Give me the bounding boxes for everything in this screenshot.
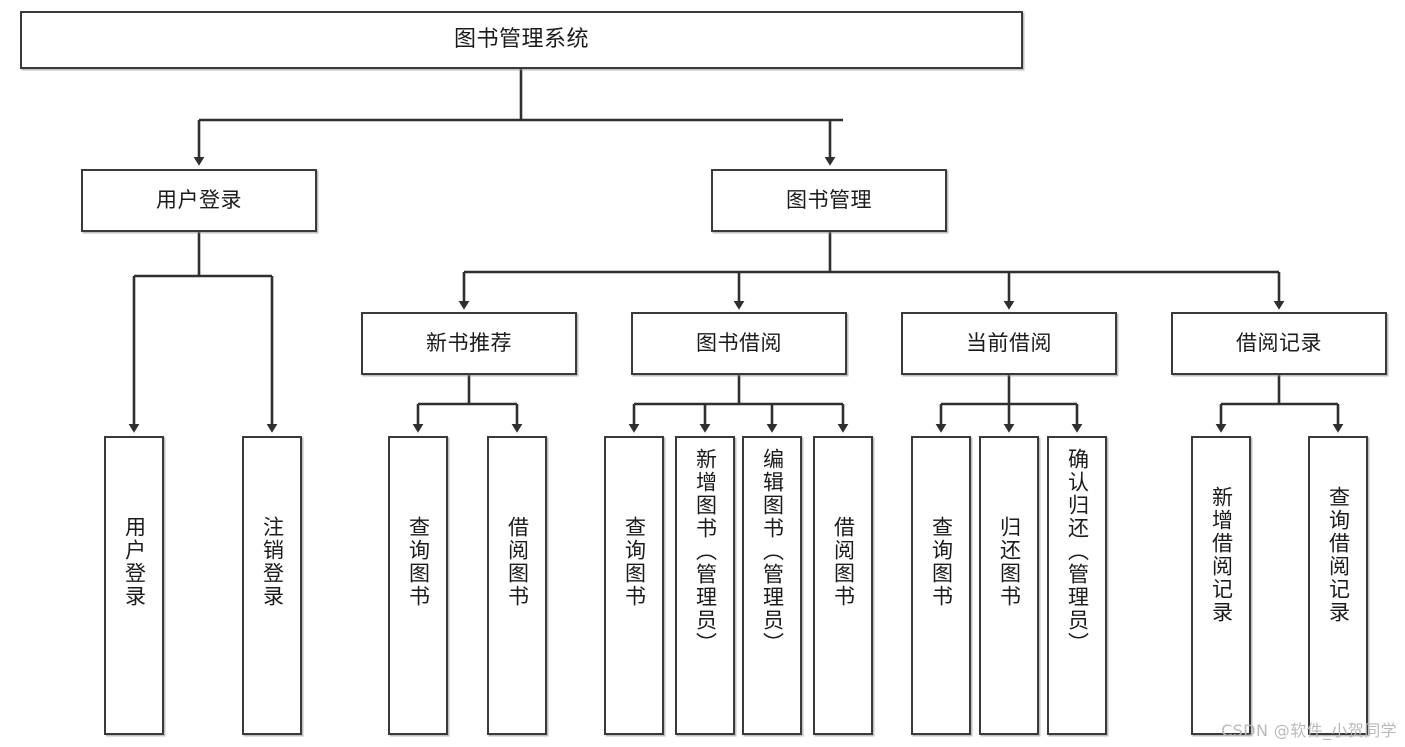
node-label: 编辑图书（管理员） [760, 448, 785, 655]
node-label: 新书推荐 [426, 331, 512, 356]
node-borrow-record[interactable]: 借阅记录 [1171, 312, 1387, 375]
node-book-management[interactable]: 图书管理 [711, 169, 947, 232]
node-label: 查询图书 [406, 516, 431, 608]
leaf-new-book-borrow[interactable]: 借阅图书 [487, 436, 547, 735]
node-current-borrow[interactable]: 当前借阅 [901, 312, 1117, 375]
node-user-login[interactable]: 用户登录 [81, 169, 317, 232]
node-label: 借阅图书 [505, 516, 530, 608]
leaf-book-borrow-add[interactable]: 新增图书（管理员） [675, 436, 735, 735]
node-label: 确认归还（管理员） [1065, 448, 1090, 655]
node-label: 查询借阅记录 [1326, 486, 1351, 624]
node-root-system[interactable]: 图书管理系统 [20, 11, 1023, 69]
node-label: 图书管理系统 [453, 27, 589, 53]
node-label: 借阅记录 [1236, 331, 1322, 356]
node-label: 归还图书 [997, 516, 1022, 608]
node-new-book-recommend[interactable]: 新书推荐 [361, 312, 577, 375]
node-label: 当前借阅 [966, 331, 1052, 356]
leaf-current-borrow-confirm[interactable]: 确认归还（管理员） [1047, 436, 1107, 735]
node-label: 查询图书 [929, 516, 954, 608]
node-label: 用户登录 [156, 188, 242, 213]
leaf-current-borrow-query[interactable]: 查询图书 [911, 436, 971, 735]
node-label: 借阅图书 [831, 516, 856, 608]
node-label: 图书借阅 [696, 331, 782, 356]
node-label: 新增图书（管理员） [693, 448, 718, 655]
node-label: 注销登录 [260, 516, 285, 608]
node-label: 新增借阅记录 [1209, 486, 1234, 624]
node-book-borrow[interactable]: 图书借阅 [631, 312, 847, 375]
leaf-book-borrow-edit[interactable]: 编辑图书（管理员） [742, 436, 802, 735]
leaf-current-borrow-return[interactable]: 归还图书 [979, 436, 1039, 735]
node-label: 用户登录 [122, 516, 147, 608]
leaf-user-login-logout[interactable]: 注销登录 [242, 436, 302, 735]
node-label: 查询图书 [622, 516, 647, 608]
node-label: 图书管理 [786, 188, 872, 213]
watermark-text: CSDN @软件_小贺同学 [1221, 721, 1397, 740]
leaf-borrow-record-query[interactable]: 查询借阅记录 [1308, 436, 1368, 735]
leaf-book-borrow-borrow[interactable]: 借阅图书 [813, 436, 873, 735]
leaf-new-book-query[interactable]: 查询图书 [388, 436, 448, 735]
leaf-user-login-login[interactable]: 用户登录 [104, 436, 164, 735]
leaf-book-borrow-query[interactable]: 查询图书 [604, 436, 664, 735]
leaf-borrow-record-add[interactable]: 新增借阅记录 [1191, 436, 1251, 735]
